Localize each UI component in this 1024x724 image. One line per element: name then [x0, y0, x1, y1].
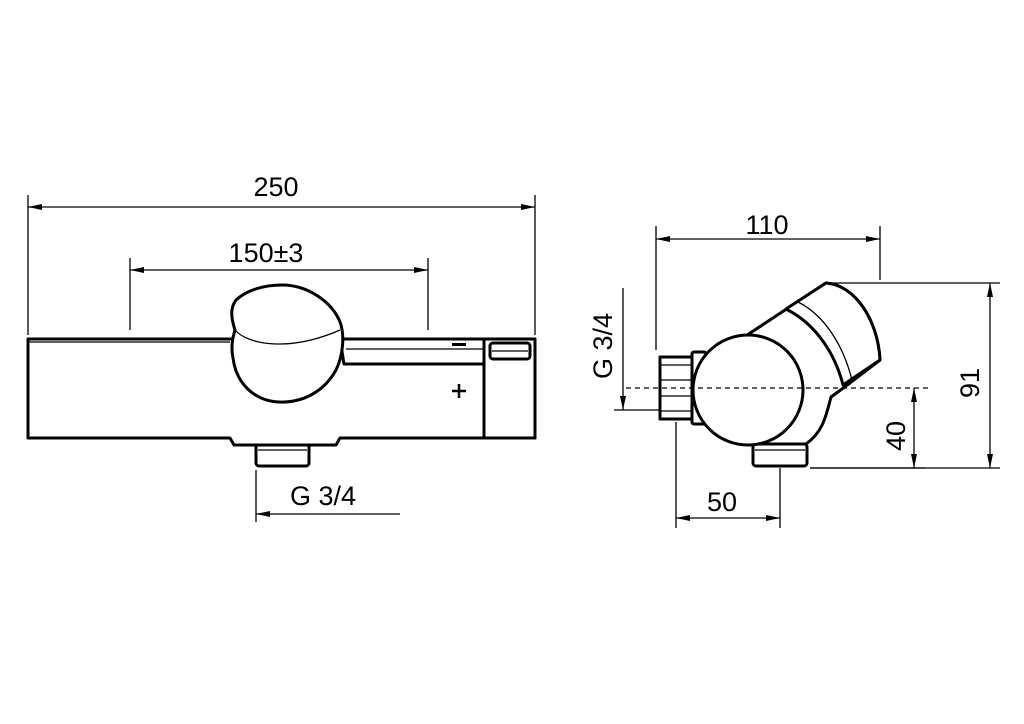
side-control-knob [691, 333, 805, 447]
side-spout-band-inner [797, 301, 853, 381]
front-slide-indicator [452, 343, 466, 346]
dim-outlet-offset: 50 [707, 487, 737, 517]
dim-axis-height: 40 [881, 421, 911, 451]
dim-inlet-thread: G 3/4 [588, 313, 618, 379]
dim-overall-height: 91 [955, 368, 985, 398]
dim-outlet-thread: G 3/4 [290, 481, 356, 511]
front-outlet-nipple [254, 442, 311, 468]
front-slide-channel [338, 337, 486, 366]
dim-overall-width: 250 [253, 172, 298, 202]
front-end-cap [482, 337, 537, 440]
side-outlet-nipple [751, 442, 809, 468]
front-view: 250 150±3 G 3/4 [26, 172, 537, 522]
front-lever-contour [234, 329, 341, 345]
plus-icon [452, 384, 466, 398]
dim-inlet-spacing: 150±3 [229, 238, 304, 268]
dim-depth: 110 [745, 210, 788, 240]
side-view: 110 91 40 50 G 3/4 [588, 210, 1000, 528]
